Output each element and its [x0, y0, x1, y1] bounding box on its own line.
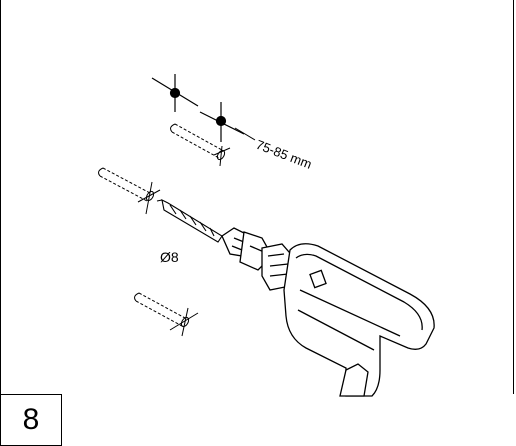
- wall-plug-icon: [98, 167, 161, 215]
- wall-plug-icon: [134, 292, 199, 337]
- step-number-box: 8: [0, 394, 62, 446]
- step-number: 8: [22, 403, 40, 436]
- mounting-point-icon: [151, 74, 199, 112]
- hole-spacing-label: 75-85 mm: [254, 137, 314, 172]
- drill-diameter-label: Ø8: [160, 249, 179, 265]
- wall-plug-icon: [170, 123, 231, 167]
- frame-right-border: [513, 0, 514, 394]
- frame-left-border: [0, 0, 1, 394]
- mounting-point-icon: [199, 102, 245, 142]
- drill-bit-icon: [156, 199, 223, 243]
- drill-icon: [221, 227, 435, 397]
